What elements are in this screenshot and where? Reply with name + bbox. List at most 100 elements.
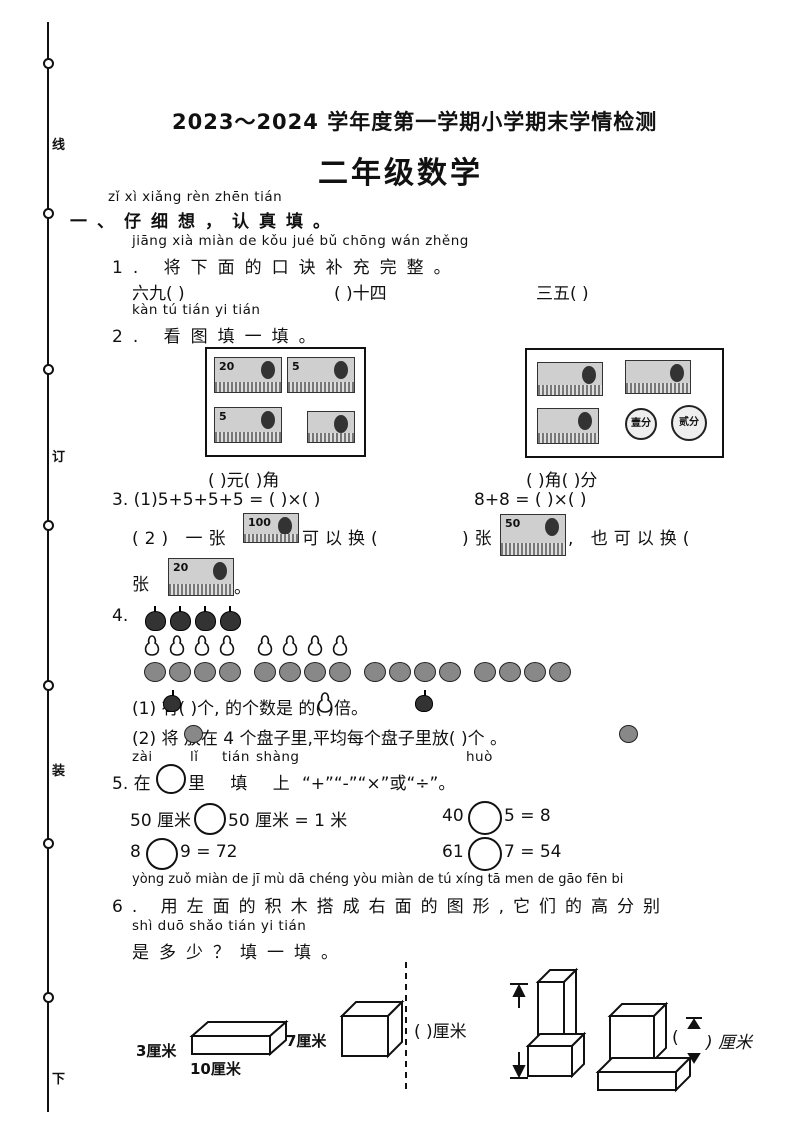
binding-hole <box>43 58 54 69</box>
q1-pinyin: jiāng xià miàn de kǒu jué bǔ chōng wán z… <box>132 233 469 249</box>
peach-icon <box>329 662 351 682</box>
operator-circle[interactable] <box>468 801 502 835</box>
banknote-100: 100 <box>243 513 299 543</box>
peach-icon <box>549 662 571 682</box>
q5-text-a: 5. 在 <box>112 774 151 794</box>
banknote-50: 50 <box>500 514 566 556</box>
exam-subtitle: 二年级数学 <box>318 156 483 191</box>
q1-text: 1. 将下面的口诀补充完整。 <box>112 258 461 278</box>
peach-icon <box>439 662 461 682</box>
label-7cm: 7厘米 <box>286 1032 327 1050</box>
pear-icon <box>219 635 235 656</box>
q5-eq2-b: 5 = 8 <box>504 806 551 826</box>
q5-eq3-b: 9 = 72 <box>180 842 238 862</box>
section1-heading: 一、仔细想，认真填。 <box>70 212 340 232</box>
q2-text: 2. 看图填一填。 <box>112 327 326 347</box>
q3-line3-end: 。 <box>234 578 251 598</box>
binding-hole <box>43 364 54 375</box>
peach-icon <box>194 662 216 682</box>
peach-icon <box>364 662 386 682</box>
q2-right-answer: ( )角( )分 <box>526 471 598 491</box>
flat-block <box>189 1019 289 1057</box>
apple-icon <box>195 606 216 631</box>
pear-row <box>144 635 348 656</box>
q5-pinyin-zai: zài <box>132 749 153 765</box>
binding-hole <box>43 520 54 531</box>
coin: 壹分 <box>625 408 657 440</box>
money-box-right: 壹分 贰分 <box>525 348 724 458</box>
operator-circle[interactable] <box>146 838 178 870</box>
pear-icon <box>282 635 298 656</box>
banknote-20: 20 <box>168 558 234 596</box>
cube-on-slab <box>595 1001 693 1093</box>
banknote: 20 <box>214 357 282 393</box>
small-height-arrow <box>686 1017 702 1064</box>
q5-pinyin-huo: huò <box>466 749 493 765</box>
peach-icon <box>619 725 638 743</box>
margin-char-xia: 下 <box>52 1072 66 1087</box>
q5-pinyin-tian: tián <box>222 749 250 765</box>
q6-answer2-close: ) 厘米 <box>706 1033 753 1053</box>
peach-icon <box>279 662 301 682</box>
q3-line2-c: )张 <box>462 529 498 549</box>
q5-eq4-a: 61 <box>442 842 464 862</box>
q6-line1: 6. 用左面的积木搭成右面的图形,它们的高分别 <box>112 897 670 917</box>
banknote <box>537 362 603 396</box>
peach-icon <box>524 662 546 682</box>
banknote <box>307 411 355 443</box>
q3-line2-b: 可以换( <box>302 529 384 549</box>
peach-icon <box>219 662 241 682</box>
q2-pinyin: kàn tú tián yi tián <box>132 302 261 318</box>
coin: 贰分 <box>671 405 707 441</box>
binding-hole <box>43 838 54 849</box>
q2-left-answer: ( )元( )角 <box>208 471 280 491</box>
q3-line2-d: , 也可以换( <box>568 529 696 549</box>
q3-line1-a: 3. (1)5+5+5+5 = ( )×( ) <box>112 490 321 510</box>
q1-item-a: 六九( ) <box>132 284 185 304</box>
stacked-blocks <box>525 967 587 1079</box>
peach-icon <box>184 725 203 743</box>
cube-block <box>339 999 405 1059</box>
q1-item-c: 三五( ) <box>536 284 589 304</box>
q5-eq2-a: 40 <box>442 806 464 826</box>
q5-eq3-a: 8 <box>130 842 141 862</box>
blank-circle[interactable] <box>156 764 186 794</box>
pear-icon <box>194 635 210 656</box>
q4-number: 4. <box>112 606 129 626</box>
pear-icon <box>169 635 185 656</box>
peach-icon <box>414 662 436 682</box>
q5-pinyin-li: lǐ <box>190 749 199 765</box>
binding-line <box>47 22 49 1112</box>
q5-eq4-b: 7 = 54 <box>504 842 562 862</box>
pear-icon <box>307 635 323 656</box>
q6-pinyin2: shì duō shǎo tián yi tián <box>132 918 307 934</box>
binding-hole <box>43 680 54 691</box>
operator-circle[interactable] <box>468 837 502 871</box>
apple-icon <box>415 690 433 712</box>
margin-char-ding: 订 <box>52 450 66 465</box>
peach-icon <box>389 662 411 682</box>
q6-answer1: ( )厘米 <box>414 1022 467 1042</box>
exam-title: 2023～2024 学年度第一学期小学期末学情检测 <box>172 110 658 134</box>
apple-icon <box>170 606 191 631</box>
banknote <box>625 360 691 394</box>
peach-icon <box>254 662 276 682</box>
apple-icon <box>163 690 181 712</box>
operator-circle[interactable] <box>194 803 226 835</box>
q6-pinyin1: yòng zuǒ miàn de jī mù dā chéng yòu miàn… <box>132 872 624 887</box>
apple-icon <box>220 606 241 631</box>
q1-item-b: ( )十四 <box>334 284 387 304</box>
q4-line2: (2) 将 放在 4 个盘子里,平均每个盘子里放( )个 。 <box>132 729 507 749</box>
q5-text-c: “+”“-”“×”或“÷”。 <box>302 774 456 794</box>
q3-line1-b: 8+8 = ( )×( ) <box>474 490 587 510</box>
pear-icon <box>144 635 160 656</box>
apple-icon <box>145 606 166 631</box>
money-box-left: 20 5 5 <box>205 347 366 457</box>
q6-answer2-open: ( <box>672 1028 679 1048</box>
q5-eq1-a: 50 厘米 <box>130 811 192 831</box>
dashed-divider <box>405 962 407 1092</box>
binding-hole <box>43 992 54 1003</box>
binding-hole <box>43 208 54 219</box>
pear-icon <box>332 635 348 656</box>
section1-pinyin: zǐ xì xiǎng rèn zhēn tián <box>108 189 283 205</box>
